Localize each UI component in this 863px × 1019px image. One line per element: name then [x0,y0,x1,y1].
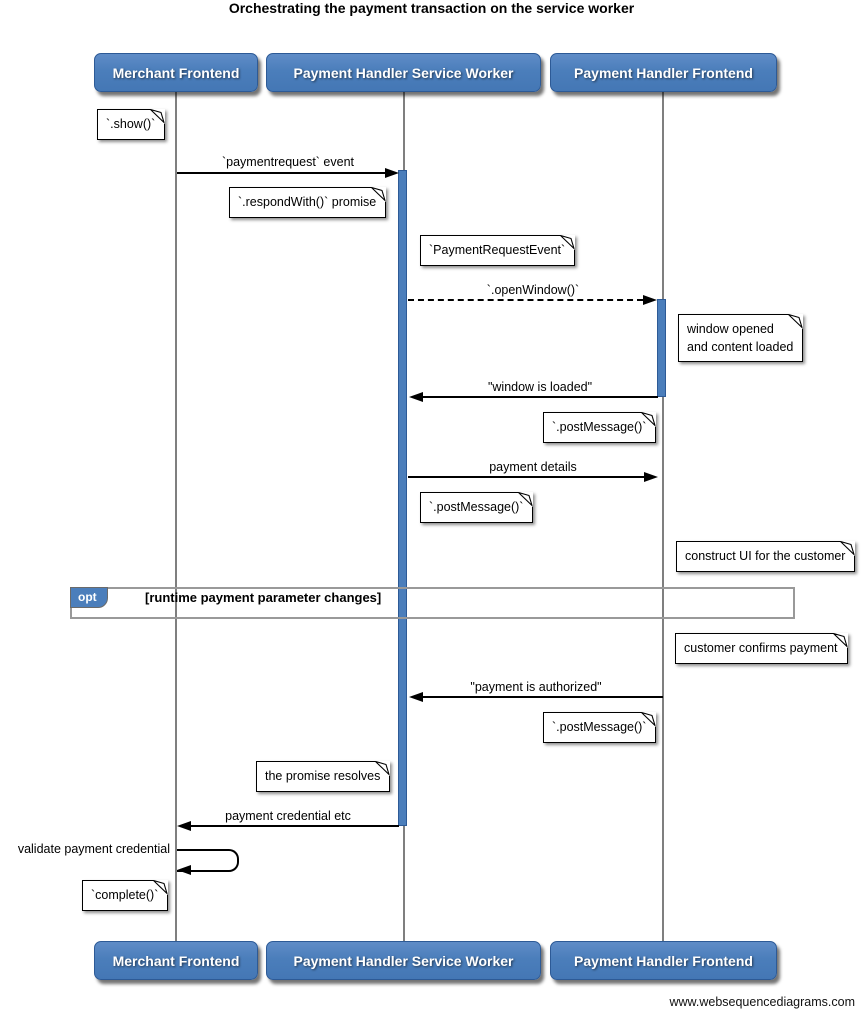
note-paymentrequestevent: `PaymentRequestEvent` [420,235,576,266]
actor-bottom-merchant-frontend: Merchant Frontend [94,941,258,980]
note-fold-icon [641,712,657,727]
note-text: window opened and content loaded [687,322,794,354]
note-text: `.show()` [106,117,156,131]
message-line-paymentrequest-event [177,172,385,174]
note-text: `.postMessage()` [552,720,647,734]
actor-label: Merchant Frontend [112,64,240,81]
opt-fragment-operator: opt [70,587,108,608]
note-text: `complete()` [91,888,159,902]
arrowhead-right-icon [643,295,657,305]
note-fold-icon [840,541,856,556]
arrowhead-left-icon [409,392,423,402]
arrowhead-right-icon [644,472,658,482]
message-label-payment-authorized: "payment is authorized" [470,680,602,694]
note-promise-resolves: the promise resolves [256,761,391,792]
note-respondwith-promise: `.respondWith()` promise [229,187,387,218]
note-fold-icon [375,761,391,776]
lifeline-merchant-frontend [175,92,177,941]
message-line-payment-authorized [423,696,663,698]
message-label-paymentrequest-event: `paymentrequest` event [221,155,355,169]
note-postmessage-1: `.postMessage()` [543,412,657,443]
actor-top-payment-handler-service-worker: Payment Handler Service Worker [266,53,541,92]
activation-service-worker [398,170,407,826]
message-label-payment-credential: payment credential etc [225,809,351,823]
activation-payment-handler-frontend [657,299,666,397]
note-text: `PaymentRequestEvent` [429,243,566,257]
actor-bottom-payment-handler-frontend: Payment Handler Frontend [550,941,777,980]
lifeline-payment-handler-frontend [662,92,664,941]
message-line-payment-details [408,476,644,478]
message-label-window-loaded: "window is loaded" [487,380,593,394]
actor-label: Payment Handler Frontend [574,952,753,969]
note-fold-icon [788,314,804,329]
note-window-opened: window opened and content loaded [678,314,804,362]
note-text: customer confirms payment [684,641,838,655]
note-show: `.show()` [97,109,166,140]
message-line-open-window [408,299,643,301]
note-customer-confirms: customer confirms payment [675,633,848,664]
actor-label: Payment Handler Service Worker [293,64,514,81]
arrowhead-right-icon [385,168,399,178]
note-text: `.postMessage()` [429,500,524,514]
message-label-open-window: `.openWindow()` [486,283,580,297]
diagram-title: Orchestrating the payment transaction on… [228,0,635,16]
message-line-payment-credential [191,825,399,827]
self-message-loop [177,849,239,872]
actor-label: Payment Handler Frontend [574,64,753,81]
note-fold-icon [153,880,169,895]
arrowhead-left-icon [409,692,423,702]
message-label-validate-credential: validate payment credential [17,842,170,856]
note-fold-icon [560,235,576,250]
note-text: `.respondWith()` promise [238,195,377,209]
note-postmessage-3: `.postMessage()` [543,712,657,743]
note-fold-icon [832,633,848,648]
note-fold-icon [518,492,534,507]
opt-fragment-condition: [runtime payment parameter changes] [145,590,382,605]
message-line-window-loaded [423,396,658,398]
actor-top-merchant-frontend: Merchant Frontend [94,53,258,92]
watermark-websequencediagrams: www.websequencediagrams.com [669,995,855,1009]
arrowhead-left-icon [177,821,191,831]
note-construct-ui: construct UI for the customer [676,541,856,572]
note-fold-icon [150,109,166,124]
actor-label: Payment Handler Service Worker [293,952,514,969]
note-fold-icon [641,412,657,427]
actor-top-payment-handler-frontend: Payment Handler Frontend [550,53,777,92]
note-text: the promise resolves [265,769,381,783]
note-complete: `complete()` [82,880,169,911]
note-postmessage-2: `.postMessage()` [420,492,534,523]
actor-label: Merchant Frontend [112,952,240,969]
arrowhead-left-icon [177,865,191,875]
note-text: construct UI for the customer [685,549,846,563]
note-text: `.postMessage()` [552,420,647,434]
note-fold-icon [371,187,387,202]
actor-bottom-payment-handler-service-worker: Payment Handler Service Worker [266,941,541,980]
message-label-payment-details: payment details [489,460,577,474]
